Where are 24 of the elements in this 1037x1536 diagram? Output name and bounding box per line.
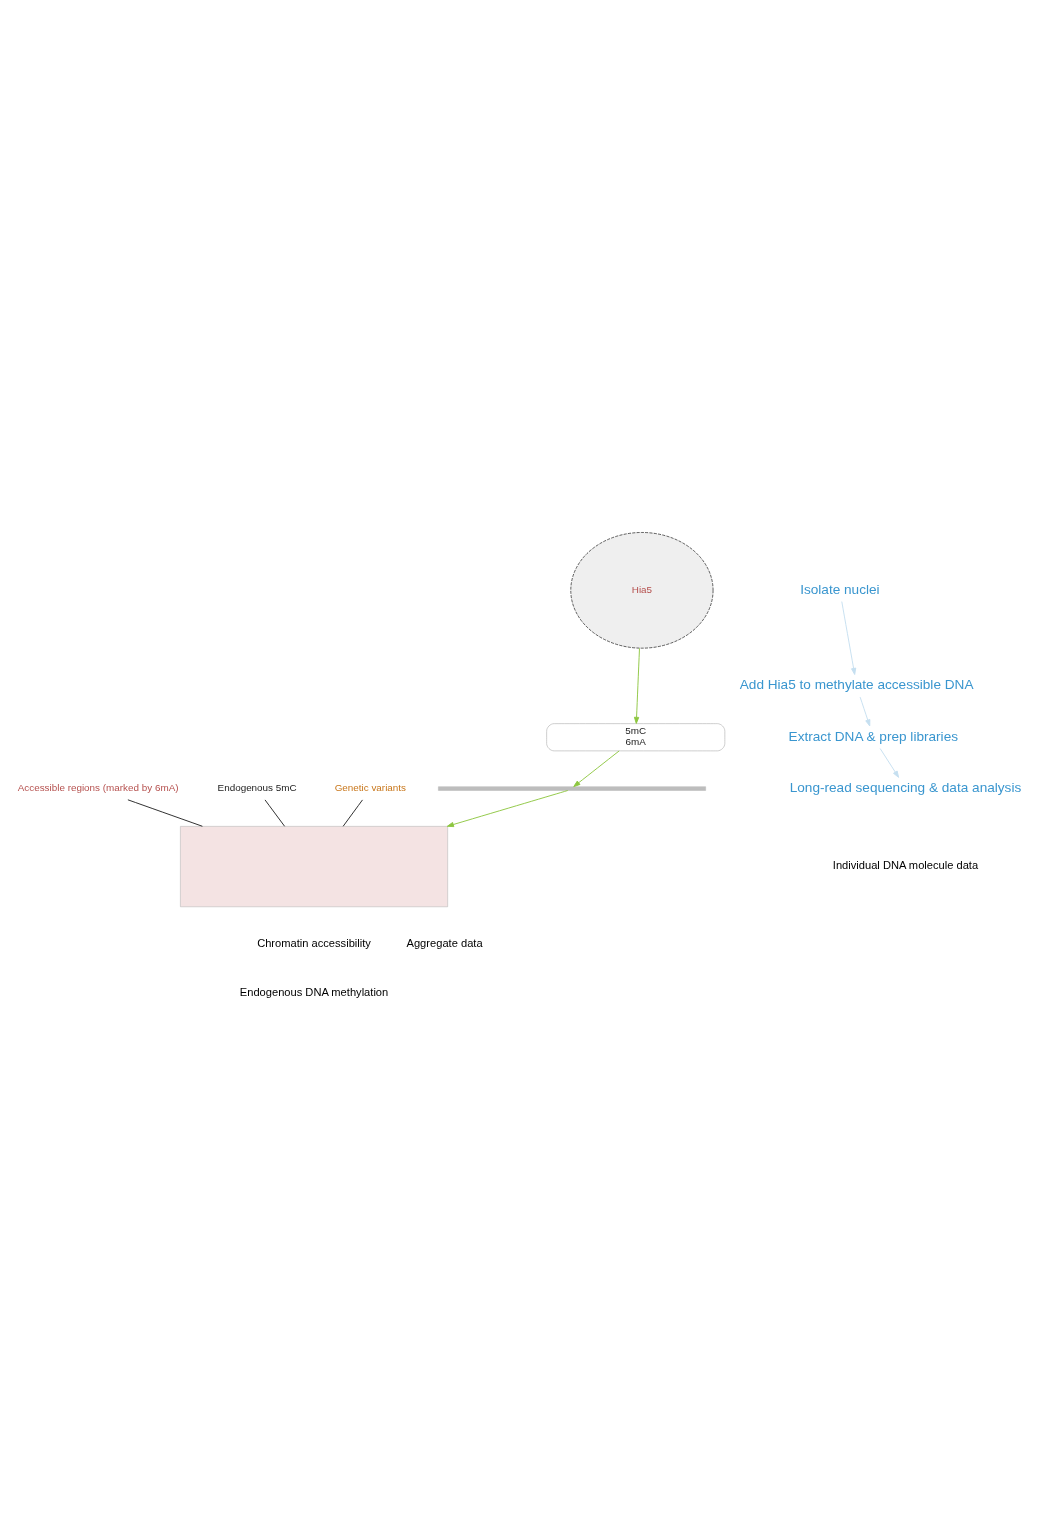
node-text: Extract DNA & prep libraries xyxy=(788,728,959,744)
arrow xyxy=(879,747,900,778)
node-text: Long-read sequencing & data analysis xyxy=(789,779,1022,795)
node-text: Add Hia5 to methylate accessible DNA xyxy=(739,676,974,692)
label: Chromatin accessibility xyxy=(257,936,371,949)
arrow xyxy=(633,647,640,724)
arrow xyxy=(841,600,857,675)
label: Individual DNA molecule data xyxy=(832,858,979,871)
node-bar xyxy=(438,785,706,791)
node-ellipse: Hia5 xyxy=(570,531,714,648)
node-text: Genetic variants xyxy=(334,781,407,793)
connector xyxy=(264,798,286,827)
arrow xyxy=(573,749,620,787)
node-box xyxy=(180,825,448,907)
node-text: Isolate nuclei xyxy=(800,581,880,597)
label: Aggregate data xyxy=(406,936,483,949)
connector xyxy=(127,798,203,827)
arrow xyxy=(859,696,871,726)
node-text: Accessible regions (marked by 6mA) xyxy=(17,781,179,793)
connector xyxy=(342,798,363,827)
node-box: 5mC 6mA xyxy=(546,722,726,751)
node-text: Endogenous 5mC xyxy=(217,781,297,793)
label: Endogenous DNA methylation xyxy=(239,985,389,998)
arrow xyxy=(446,789,569,827)
